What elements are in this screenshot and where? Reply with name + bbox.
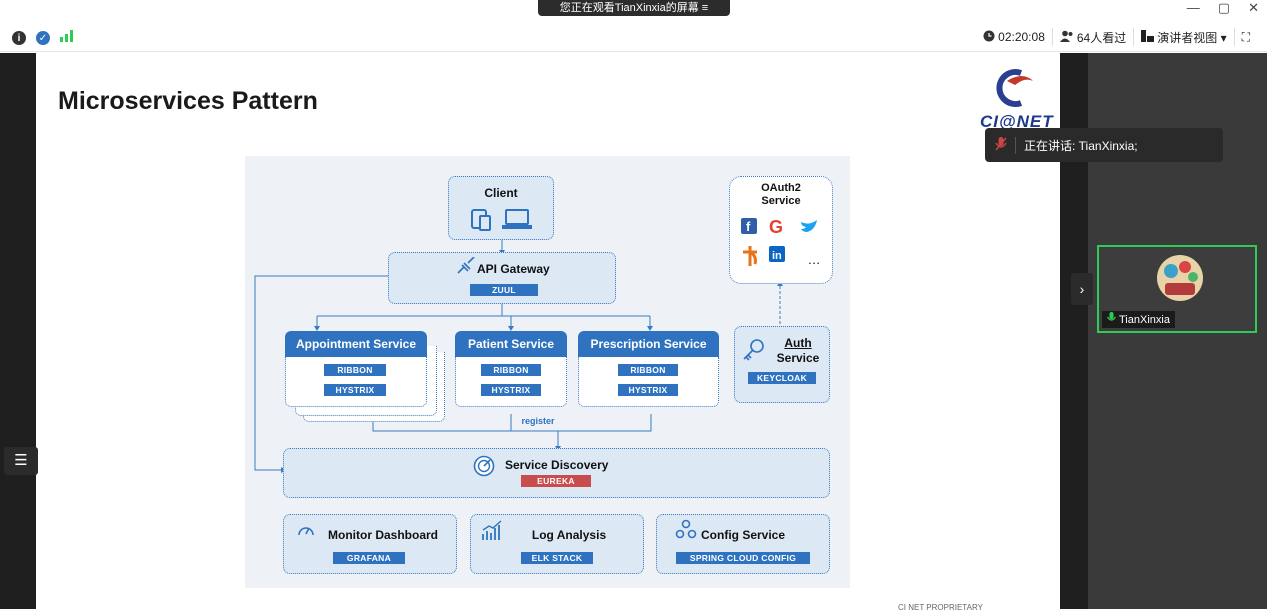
appointment-hystrix-tag: HYSTRIX [324, 384, 386, 396]
service-discovery-box [283, 448, 830, 498]
auth-label-2: Service [776, 351, 820, 365]
minimize-button[interactable]: — [1186, 0, 1200, 15]
patient-hystrix-tag: HYSTRIX [481, 384, 541, 396]
prescription-service-header: Prescription Service [578, 331, 719, 357]
collapse-panel-button[interactable]: › [1071, 273, 1093, 305]
tiktok-like-icon [743, 246, 757, 266]
window-controls: — ▢ ✕ [1187, 0, 1259, 18]
avatar [1157, 255, 1203, 301]
monitor-dashboard-label: Monitor Dashboard [328, 528, 438, 542]
mic-muted-icon [995, 136, 1007, 154]
active-speaker-banner: 正在讲话: TianXinxia; [985, 128, 1223, 162]
linkedin-icon [769, 246, 785, 262]
keycloak-tag: KEYCLOAK [748, 372, 816, 384]
mic-icon [1107, 312, 1116, 327]
architecture-diagram: Client OAuth2 Service f G in … [245, 156, 850, 588]
shield-icon[interactable]: ✓ [36, 31, 50, 45]
screen-share-banner[interactable]: 您正在观看TianXinxia的屏幕 ≡ [538, 0, 730, 16]
oauth2-label-1: OAuth2 [761, 182, 801, 194]
close-button[interactable]: ✕ [1248, 0, 1259, 15]
slide-title: Microservices Pattern [58, 87, 318, 115]
clock-icon [983, 30, 995, 45]
people-icon [1059, 30, 1074, 45]
active-speaker-label: 正在讲话: TianXinxia; [1015, 136, 1138, 154]
meeting-timer: 02:20:08 [976, 28, 1053, 46]
more-providers-label: … [807, 252, 821, 267]
eureka-tag: EUREKA [521, 475, 591, 487]
facebook-icon [741, 218, 757, 234]
zuul-tag: ZUUL [470, 284, 538, 296]
chart-icon [482, 520, 502, 540]
grafana-tag: GRAFANA [333, 552, 405, 564]
oauth-providers-icons: f G in [741, 217, 817, 266]
appointment-ribbon-tag: RIBBON [324, 364, 386, 376]
fullscreen-button[interactable]: ⛶ [1241, 29, 1250, 44]
slide-footer: CI NET PROPRIETARY [898, 603, 983, 612]
log-analysis-label: Log Analysis [531, 528, 607, 542]
log-analysis-box [470, 514, 644, 574]
twitter-icon [801, 220, 817, 232]
spring-cloud-config-tag: SPRING CLOUD CONFIG [676, 552, 810, 564]
auth-label-1: Auth [784, 336, 812, 350]
layout-icon [1141, 29, 1155, 45]
prescription-hystrix-tag: HYSTRIX [618, 384, 678, 396]
radar-icon [473, 455, 495, 477]
prescription-ribbon-tag: RIBBON [618, 364, 678, 376]
view-mode-dropdown[interactable]: 演讲者视图 ▾ [1134, 28, 1235, 46]
patient-service-header: Patient Service [455, 331, 567, 357]
shared-slide: Microservices Pattern CI@NET AN ALTEN CO… [36, 53, 1060, 612]
signal-icon[interactable] [60, 29, 74, 47]
info-icon[interactable]: i [12, 31, 26, 45]
viewer-count[interactable]: 64人看过 [1053, 28, 1135, 46]
gears-icon [675, 519, 697, 539]
config-service-label: Config Service [701, 528, 786, 542]
presentation-stage: Microservices Pattern CI@NET AN ALTEN CO… [0, 53, 1267, 612]
config-service-box [656, 514, 830, 574]
participant-name-tag: TianXinxia [1102, 311, 1175, 328]
plug-icon [457, 257, 475, 274]
patient-ribbon-tag: RIBBON [481, 364, 541, 376]
monitor-dashboard-box [283, 514, 457, 574]
svg-text:in: in [772, 250, 782, 262]
auth-service-box [734, 326, 830, 403]
service-discovery-label: Service Discovery [505, 458, 609, 472]
api-gateway-box [388, 252, 616, 304]
restore-button[interactable]: ▢ [1217, 0, 1231, 15]
client-box [448, 176, 554, 240]
appointment-service-header: Appointment Service [285, 331, 427, 357]
meeting-toolbar: i ✓ 02:20:08 64人看过 演讲者视图 ▾ ⛶ [0, 22, 1267, 52]
svg-text:f: f [746, 219, 751, 234]
list-menu-button[interactable]: ☰ [4, 447, 38, 475]
google-icon: G [769, 217, 783, 237]
client-label: Client [484, 186, 518, 200]
devices-icon [471, 209, 532, 231]
register-label: register [521, 416, 555, 426]
participant-video-tile[interactable]: TianXinxia [1097, 245, 1257, 333]
oauth2-label-2: Service [761, 195, 801, 207]
gauge-icon [298, 527, 314, 536]
key-icon [743, 339, 764, 361]
elk-stack-tag: ELK STACK [521, 552, 593, 564]
api-gateway-label: API Gateway [477, 262, 550, 276]
